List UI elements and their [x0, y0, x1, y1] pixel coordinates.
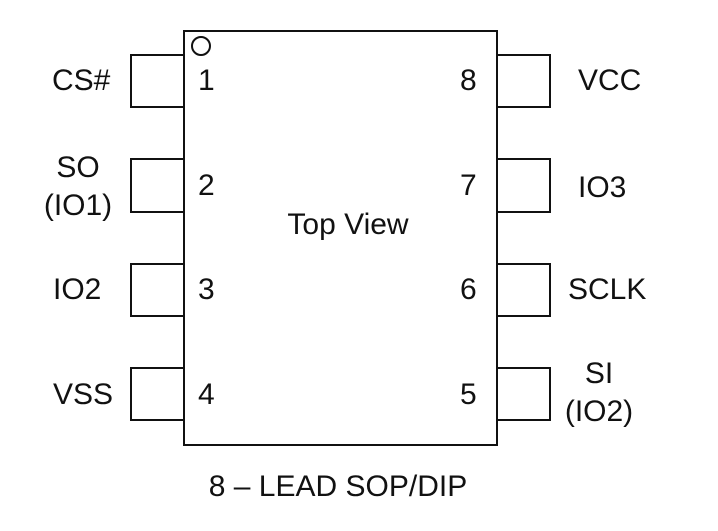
pin-7-lead [497, 158, 551, 213]
pin-5-name-line1: SI [584, 357, 614, 390]
pin-2-name-line1: SO [56, 151, 100, 184]
pin-3-name: IO2 [53, 273, 102, 306]
pin-2-lead [130, 158, 184, 213]
pin-7-name: IO3 [578, 171, 627, 204]
package-caption: 8 – LEAD SOP/DIP [208, 470, 468, 503]
pin1-indicator-circle [191, 36, 211, 56]
pin-4-number: 4 [198, 378, 215, 411]
pin-3-lead [130, 263, 184, 317]
pin-5-lead [497, 367, 551, 421]
pin-8-number: 8 [460, 64, 477, 97]
pin-2-number: 2 [198, 169, 215, 202]
pin-4-lead [130, 367, 184, 421]
pin-5-name-line2: (IO2) [564, 395, 634, 428]
pin-6-number: 6 [460, 273, 477, 306]
pin-1-name: CS# [52, 64, 111, 97]
pin-8-lead [497, 54, 551, 108]
pin-8-name: VCC [578, 64, 642, 97]
top-view-label: Top View [287, 208, 409, 241]
pin-1-number: 1 [198, 64, 215, 97]
pin-6-name: SCLK [568, 273, 647, 306]
pin-4-name: VSS [53, 378, 114, 411]
pin-1-lead [130, 54, 184, 108]
pin-3-number: 3 [198, 273, 215, 306]
pin-5-number: 5 [460, 378, 477, 411]
pin-2-name-line2: (IO1) [43, 189, 113, 222]
chip-body [183, 30, 498, 446]
pin-6-lead [497, 263, 551, 317]
pin-7-number: 7 [460, 169, 477, 202]
